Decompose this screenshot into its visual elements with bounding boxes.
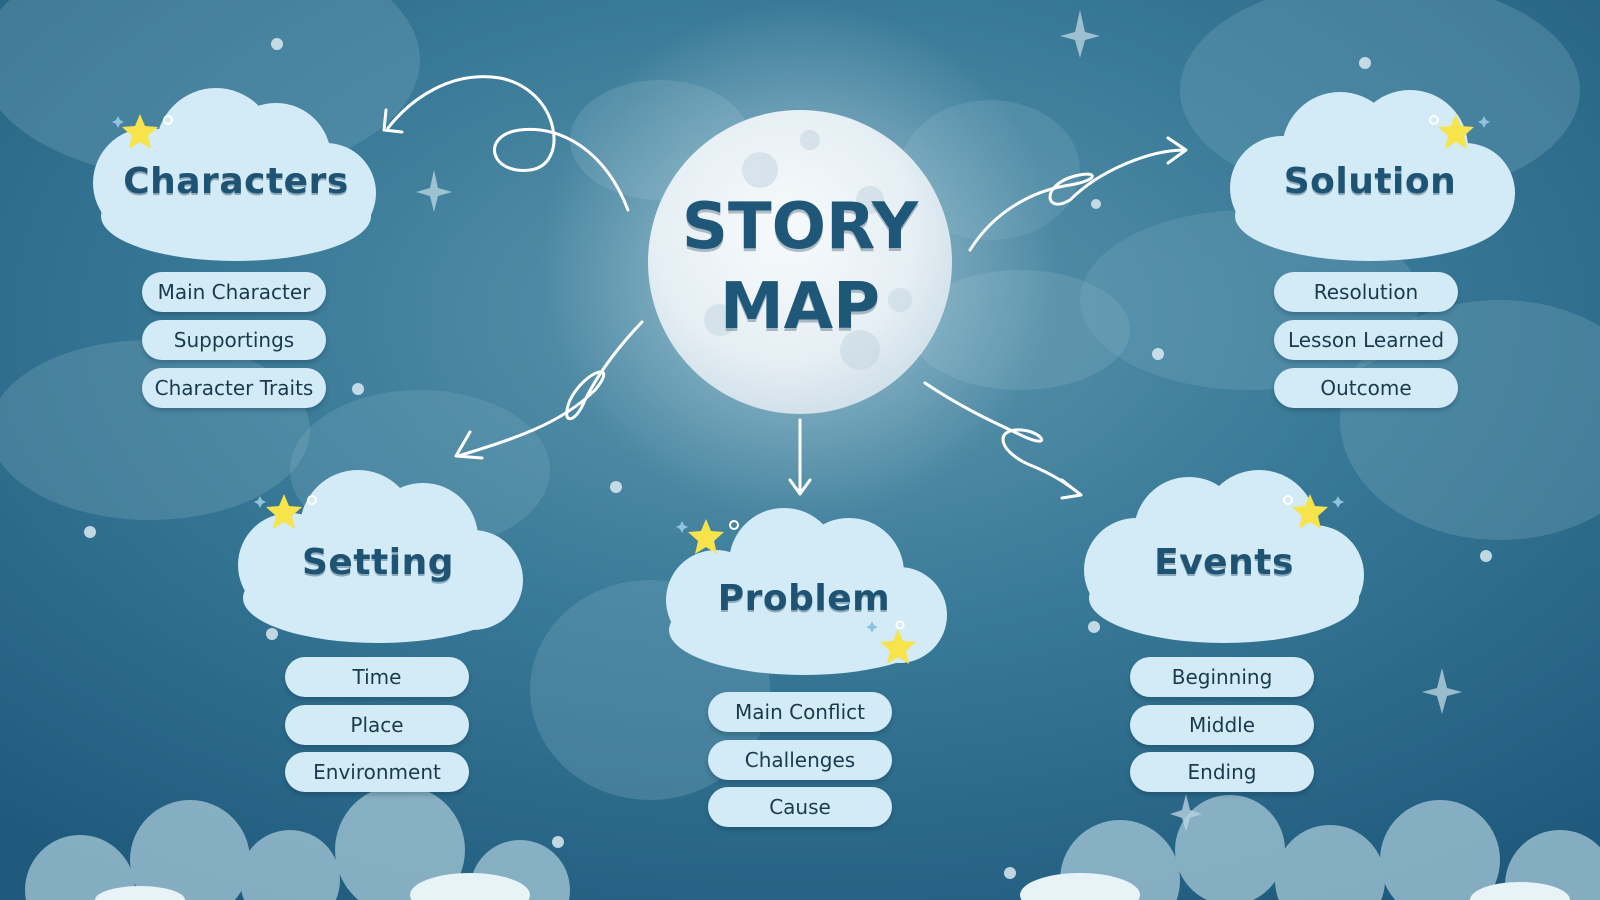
star-icon [1429,114,1490,149]
cloud-shape [93,88,376,261]
list-item: Main Character [142,272,326,312]
curved-arrow-icon [923,381,1082,496]
list-item: Supportings [142,320,326,360]
node-events: Events Beginning Middle Ending [1074,470,1374,810]
story-map-title-line-2: MAP [719,270,881,344]
list-item: Environment [285,752,469,792]
node-title: Characters [123,161,349,202]
node-setting: Setting Time Place Environment [228,470,528,810]
star-icon [112,114,173,149]
center-moon: STORY MAP [648,180,952,350]
list-item: Cause [708,787,892,827]
node-title: Setting [302,542,454,583]
list-item: Main Conflict [708,692,892,732]
curved-arrow-icon [386,75,630,212]
curved-arrow-icon [456,320,644,458]
cloud-shape [1084,470,1364,643]
story-map-title-line-1: STORY [681,190,919,264]
list-item: Outcome [1274,368,1458,408]
cloud-shape [1230,90,1515,261]
cloud-shape [666,508,947,675]
list-item: Ending [1130,752,1314,792]
star-icon [1283,494,1344,529]
node-problem: Problem Main Conflict Challenges Cause [654,505,954,845]
curved-arrow-icon [968,148,1187,252]
node-title: Solution [1283,161,1457,202]
star-icon [866,620,916,664]
star-icon [676,519,739,554]
node-solution: Solution Resolution Lesson Learned Outco… [1220,88,1520,418]
list-item: Lesson Learned [1274,320,1458,360]
cloud-shape [238,470,523,643]
list-item: Resolution [1274,272,1458,312]
list-item: Challenges [708,740,892,780]
list-item: Character Traits [142,368,326,408]
list-item: Time [285,657,469,697]
node-characters: Characters Main Character Supportings Ch… [86,88,386,418]
list-item: Beginning [1130,657,1314,697]
star-icon [254,494,317,529]
list-item: Middle [1130,705,1314,745]
node-title: Events [1154,542,1294,583]
list-item: Place [285,705,469,745]
node-title: Problem [717,578,891,619]
